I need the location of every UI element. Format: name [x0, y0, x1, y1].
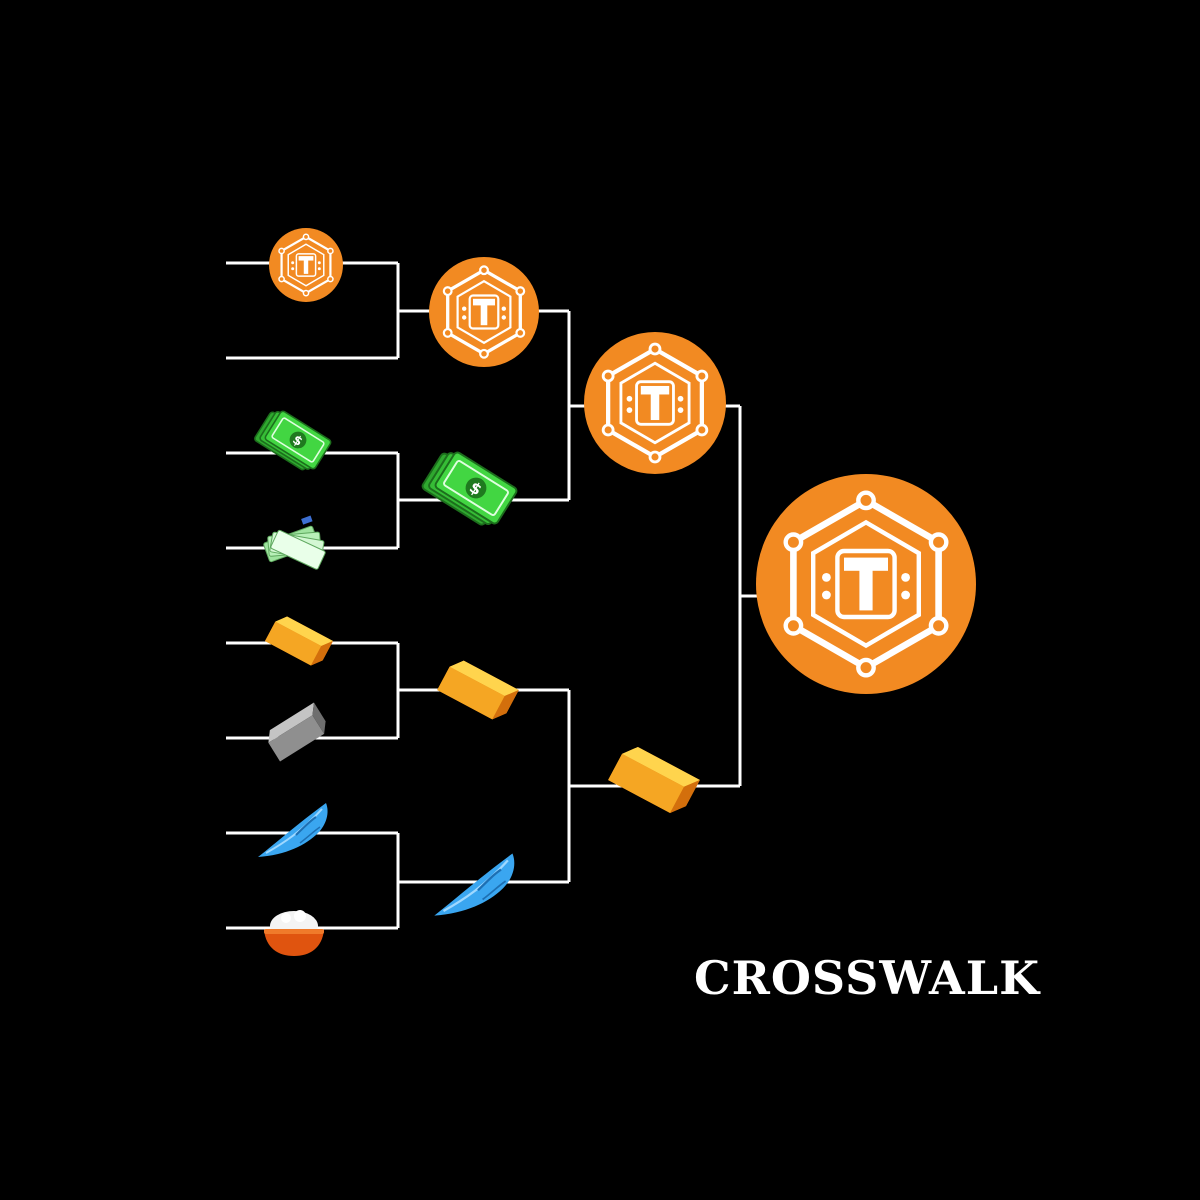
- gold-bar-icon: [265, 612, 333, 670]
- gold-bar-icon: [437, 656, 519, 724]
- round-1: [252, 226, 345, 956]
- round-2: [420, 255, 541, 917]
- t-token-icon: [267, 226, 345, 304]
- seashell-icon: [433, 852, 516, 917]
- t-token-icon: [427, 255, 541, 369]
- seashell-icon: [257, 802, 329, 858]
- round-3: [584, 332, 726, 819]
- silver-bar-icon: [263, 702, 331, 762]
- t-token-icon: [756, 474, 976, 694]
- dollar-bills-icon: [252, 409, 333, 472]
- brand-wordmark: CROSSWALK: [694, 951, 1041, 1005]
- rice-bowl-icon: [264, 910, 324, 956]
- euro-bills-icon: [262, 515, 327, 571]
- dollar-bills-icon: [420, 450, 519, 528]
- t-token-icon: [584, 332, 726, 474]
- winner: [756, 474, 976, 694]
- gold-bar-icon: [608, 741, 700, 819]
